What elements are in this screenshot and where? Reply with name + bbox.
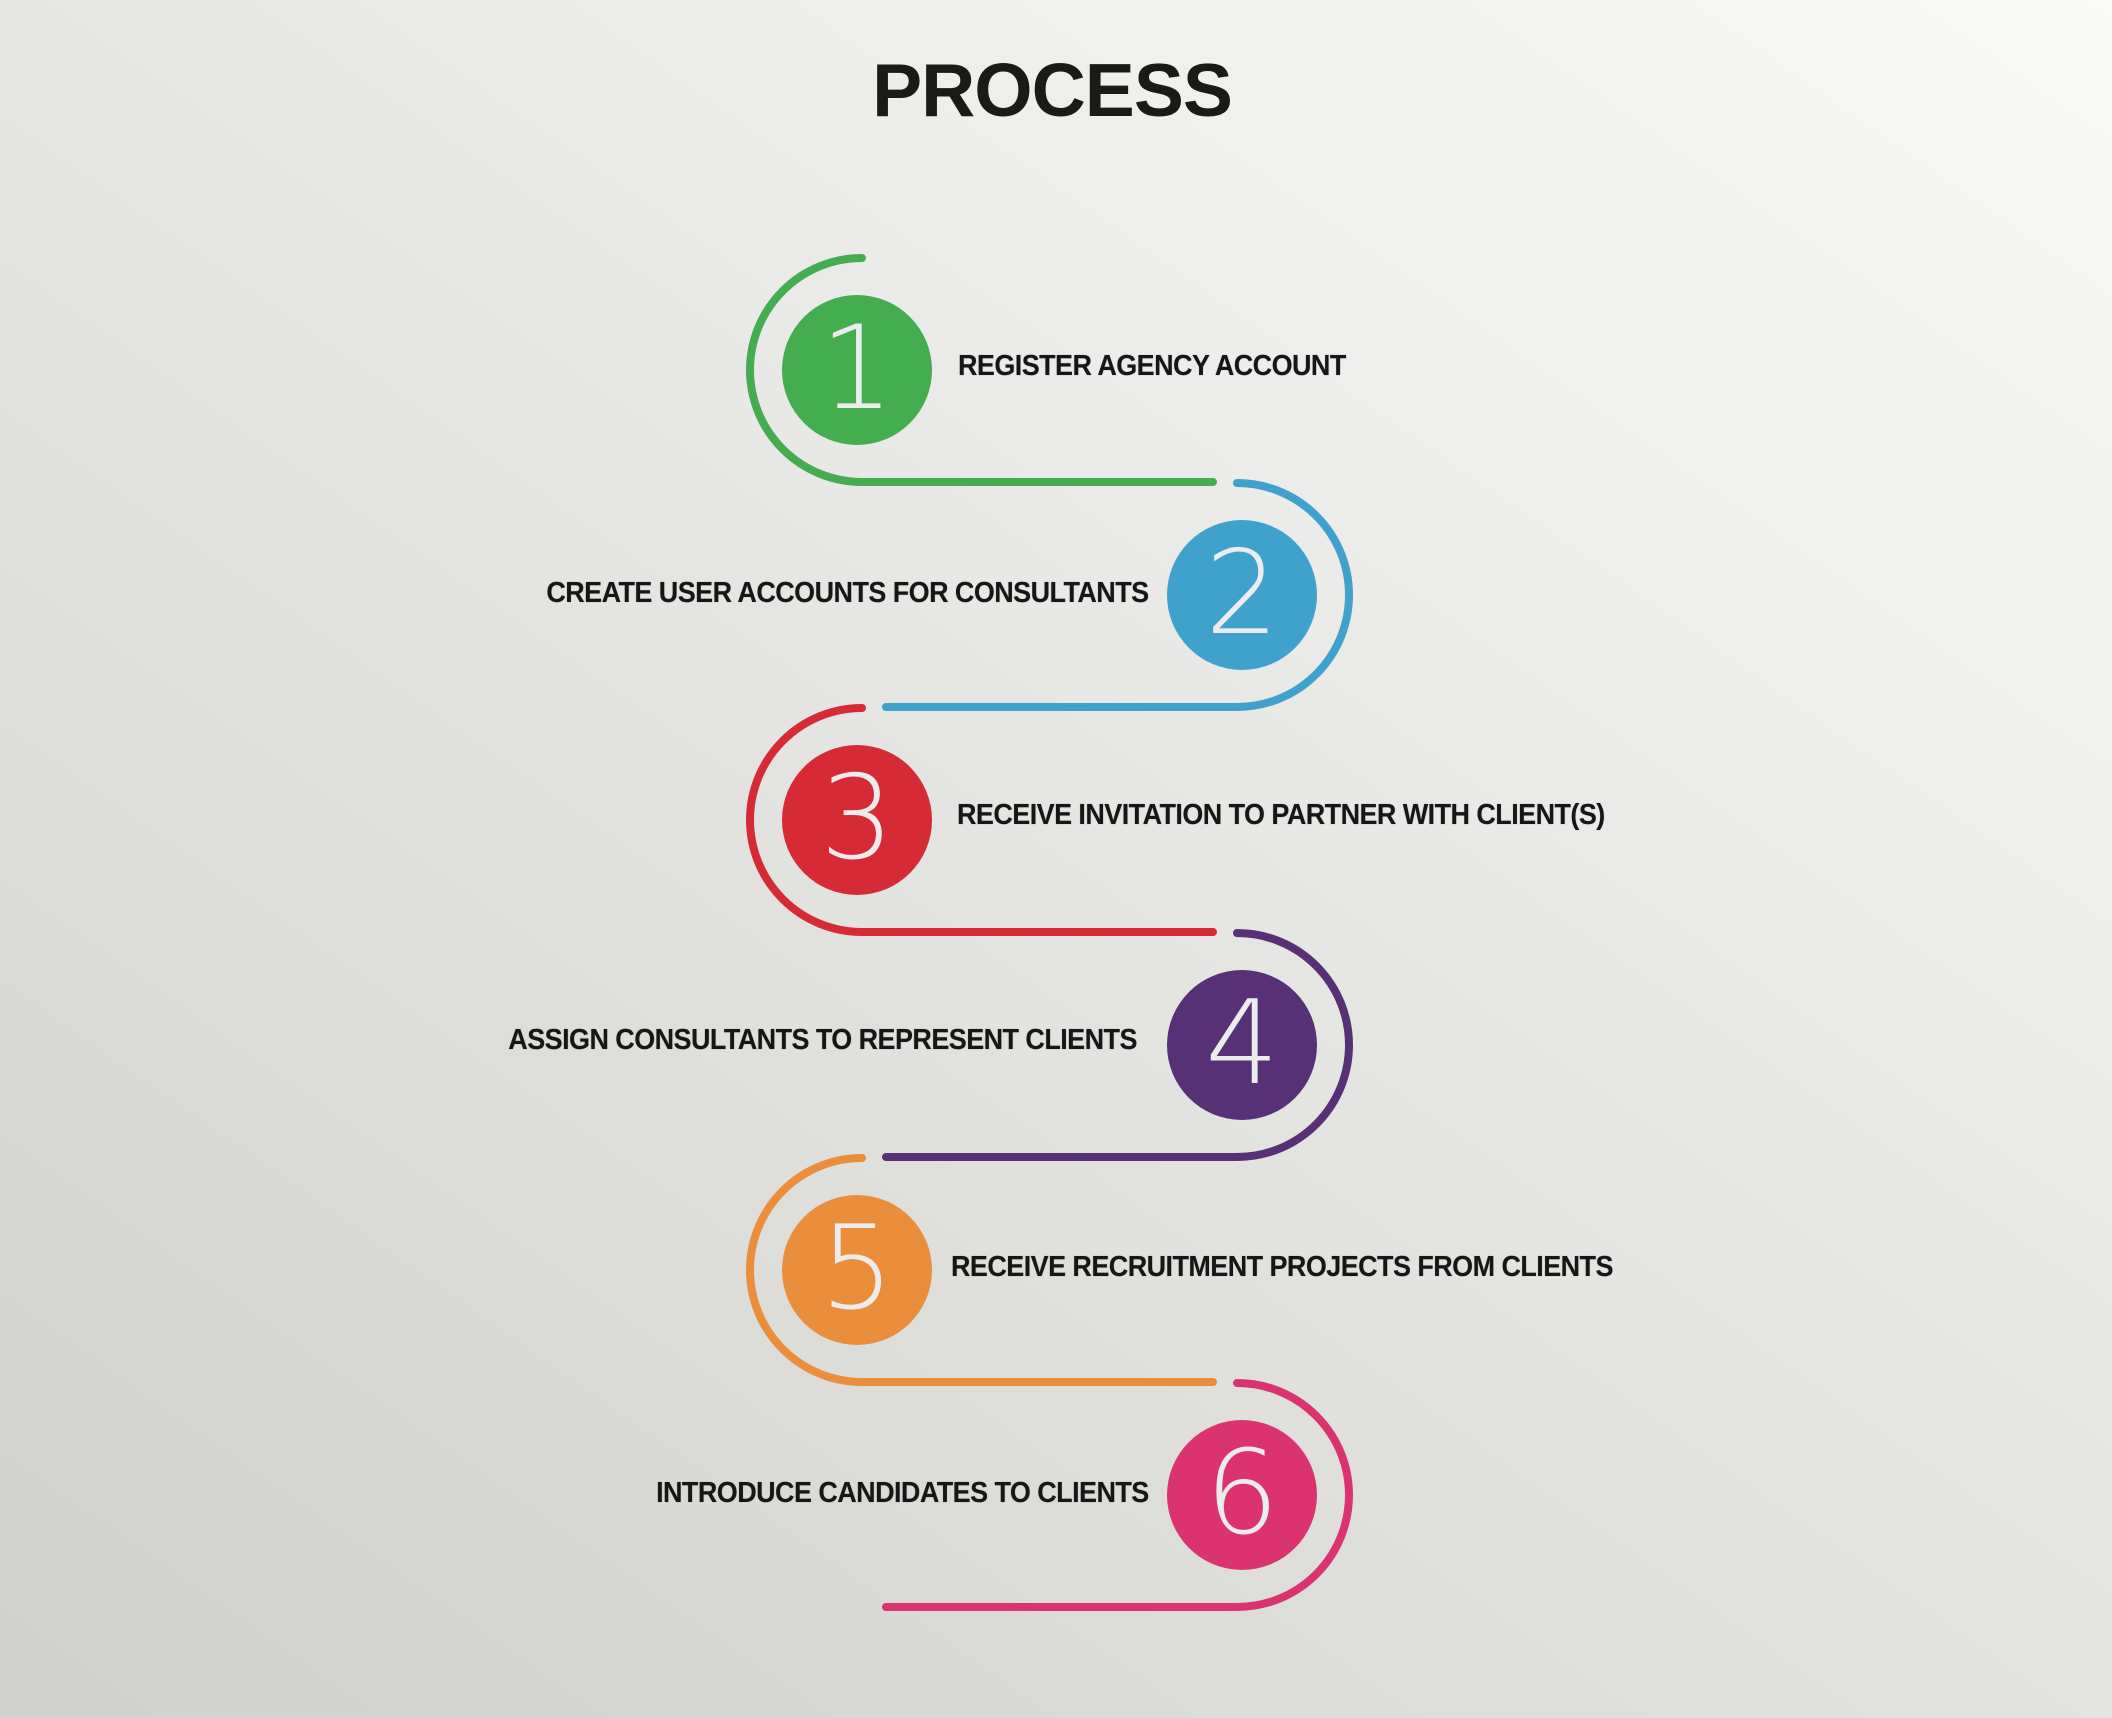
step-2-label: CREATE USER ACCOUNTS FOR CONSULTANTS [546,577,1150,609]
step-5-number: 5 [820,1201,894,1336]
step-3-number: 3 [820,751,894,886]
step-2-circle [1167,520,1317,670]
step-6-connector [882,1379,1353,1611]
step-3-connector [746,704,1217,936]
step-1-circle [782,295,932,445]
step-1-label: REGISTER AGENCY ACCOUNT [958,350,1346,382]
step-4-label: ASSIGN CONSULTANTS TO REPRESENT CLIENTS [508,1024,1137,1056]
page-title: PROCESS [872,48,1233,132]
step-2-badge: 2 [1167,520,1317,670]
step-2-number: 2 [1205,526,1279,661]
step-1-connector [746,254,1217,486]
step-3-label: RECEIVE INVITATION TO PARTNER WITH CLIEN… [957,799,1605,831]
step-2-connector [882,479,1353,711]
step-5-connector [746,1154,1217,1386]
step-4-circle [1167,970,1317,1120]
step-4-badge: 4 [1167,970,1317,1120]
step-6-label: INTRODUCE CANDIDATES TO CLIENTS [656,1477,1149,1509]
step-4-number: 4 [1205,976,1279,1111]
step-3-badge: 3 [782,745,932,895]
step-1-number: 1 [820,301,894,436]
step-6-number: 6 [1205,1426,1279,1561]
step-6-circle [1167,1420,1317,1570]
step-4-connector [882,929,1353,1161]
step-1-badge: 1 [782,295,932,445]
step-3-circle [782,745,932,895]
step-5-label: RECEIVE RECRUITMENT PROJECTS FROM CLIENT… [951,1251,1613,1283]
step-6-badge: 6 [1167,1420,1317,1570]
step-5-badge: 5 [782,1195,932,1345]
step-5-circle [782,1195,932,1345]
